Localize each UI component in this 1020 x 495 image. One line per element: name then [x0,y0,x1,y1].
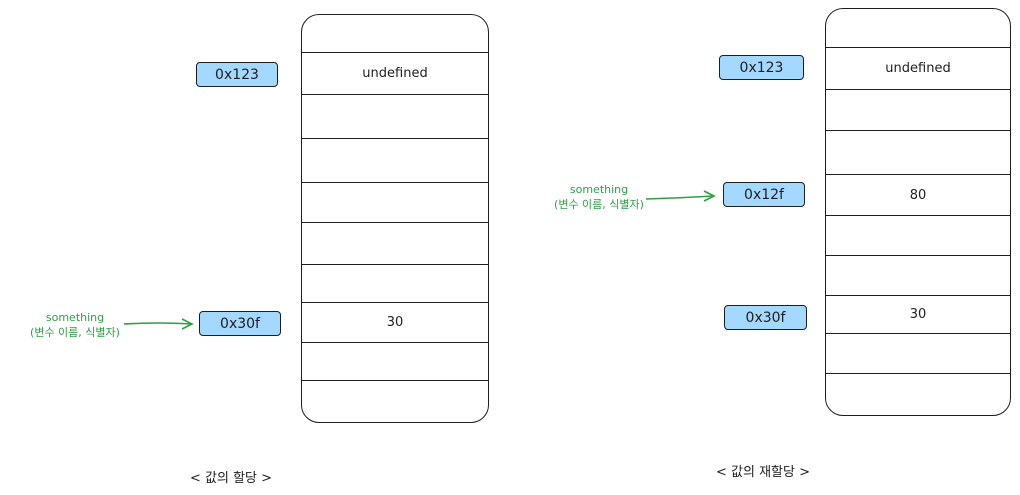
address-box: 0x30f [199,311,281,336]
reassignment-panel: undefined 80 30 0x123 0x12f 0x30f someth… [510,0,1020,495]
memory-cell [302,223,488,265]
memory-block: undefined 80 30 [825,8,1011,416]
panel-caption: < 값의 재할당 > [716,465,810,480]
arrow-icon [645,190,716,202]
memory-cell [302,15,488,53]
memory-cell: 80 [826,175,1010,216]
panel-caption: < 값의 할당 > [190,471,273,486]
memory-cell: undefined [302,53,488,95]
identifier-label: something (변수 이름, 식별자) [524,182,674,212]
memory-cell [826,9,1010,48]
memory-cell [302,265,488,303]
memory-cell [302,139,488,183]
identifier-label: something (변수 이름, 식별자) [0,310,150,340]
memory-cell [302,183,488,223]
memory-cell [302,343,488,381]
address-box: 0x123 [196,62,278,87]
address-box: 0x30f [724,305,807,330]
memory-cell [826,374,1010,415]
memory-cell [826,256,1010,296]
memory-cell: undefined [826,48,1010,90]
assignment-panel: undefined 30 0x123 0x30f something (변수 이… [0,14,489,486]
memory-cell: 30 [826,296,1010,334]
memory-block: undefined 30 [301,14,489,423]
identifier-name: something [569,183,629,196]
arrow-icon [123,318,194,330]
memory-cell [826,334,1010,374]
memory-cell [826,90,1010,131]
memory-cell [302,381,488,422]
memory-cell: 30 [302,303,488,343]
memory-cell [826,216,1010,256]
identifier-description: (변수 이름, 식별자) [554,198,644,211]
memory-cell [302,95,488,139]
memory-cell [826,131,1010,175]
identifier-description: (변수 이름, 식별자) [30,326,120,339]
address-box: 0x12f [723,182,805,207]
identifier-name: something [45,311,105,324]
address-box: 0x123 [719,55,804,80]
